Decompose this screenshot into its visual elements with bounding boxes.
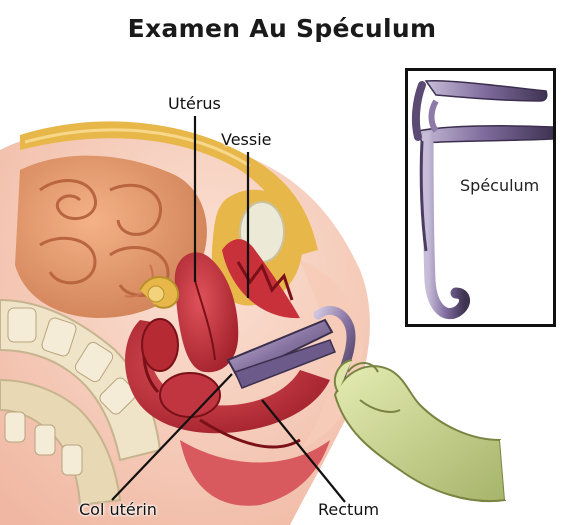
label-vessie: Vessie: [221, 130, 272, 149]
speculum-inset: [405, 68, 556, 327]
label-rectum: Rectum: [318, 500, 379, 519]
label-uterus: Utérus: [168, 94, 221, 113]
speculum-icon: [408, 71, 553, 324]
label-col-uterin: Col utérin: [79, 500, 157, 519]
label-speculum: Spéculum: [460, 176, 539, 195]
gloved-hand: [335, 360, 560, 501]
